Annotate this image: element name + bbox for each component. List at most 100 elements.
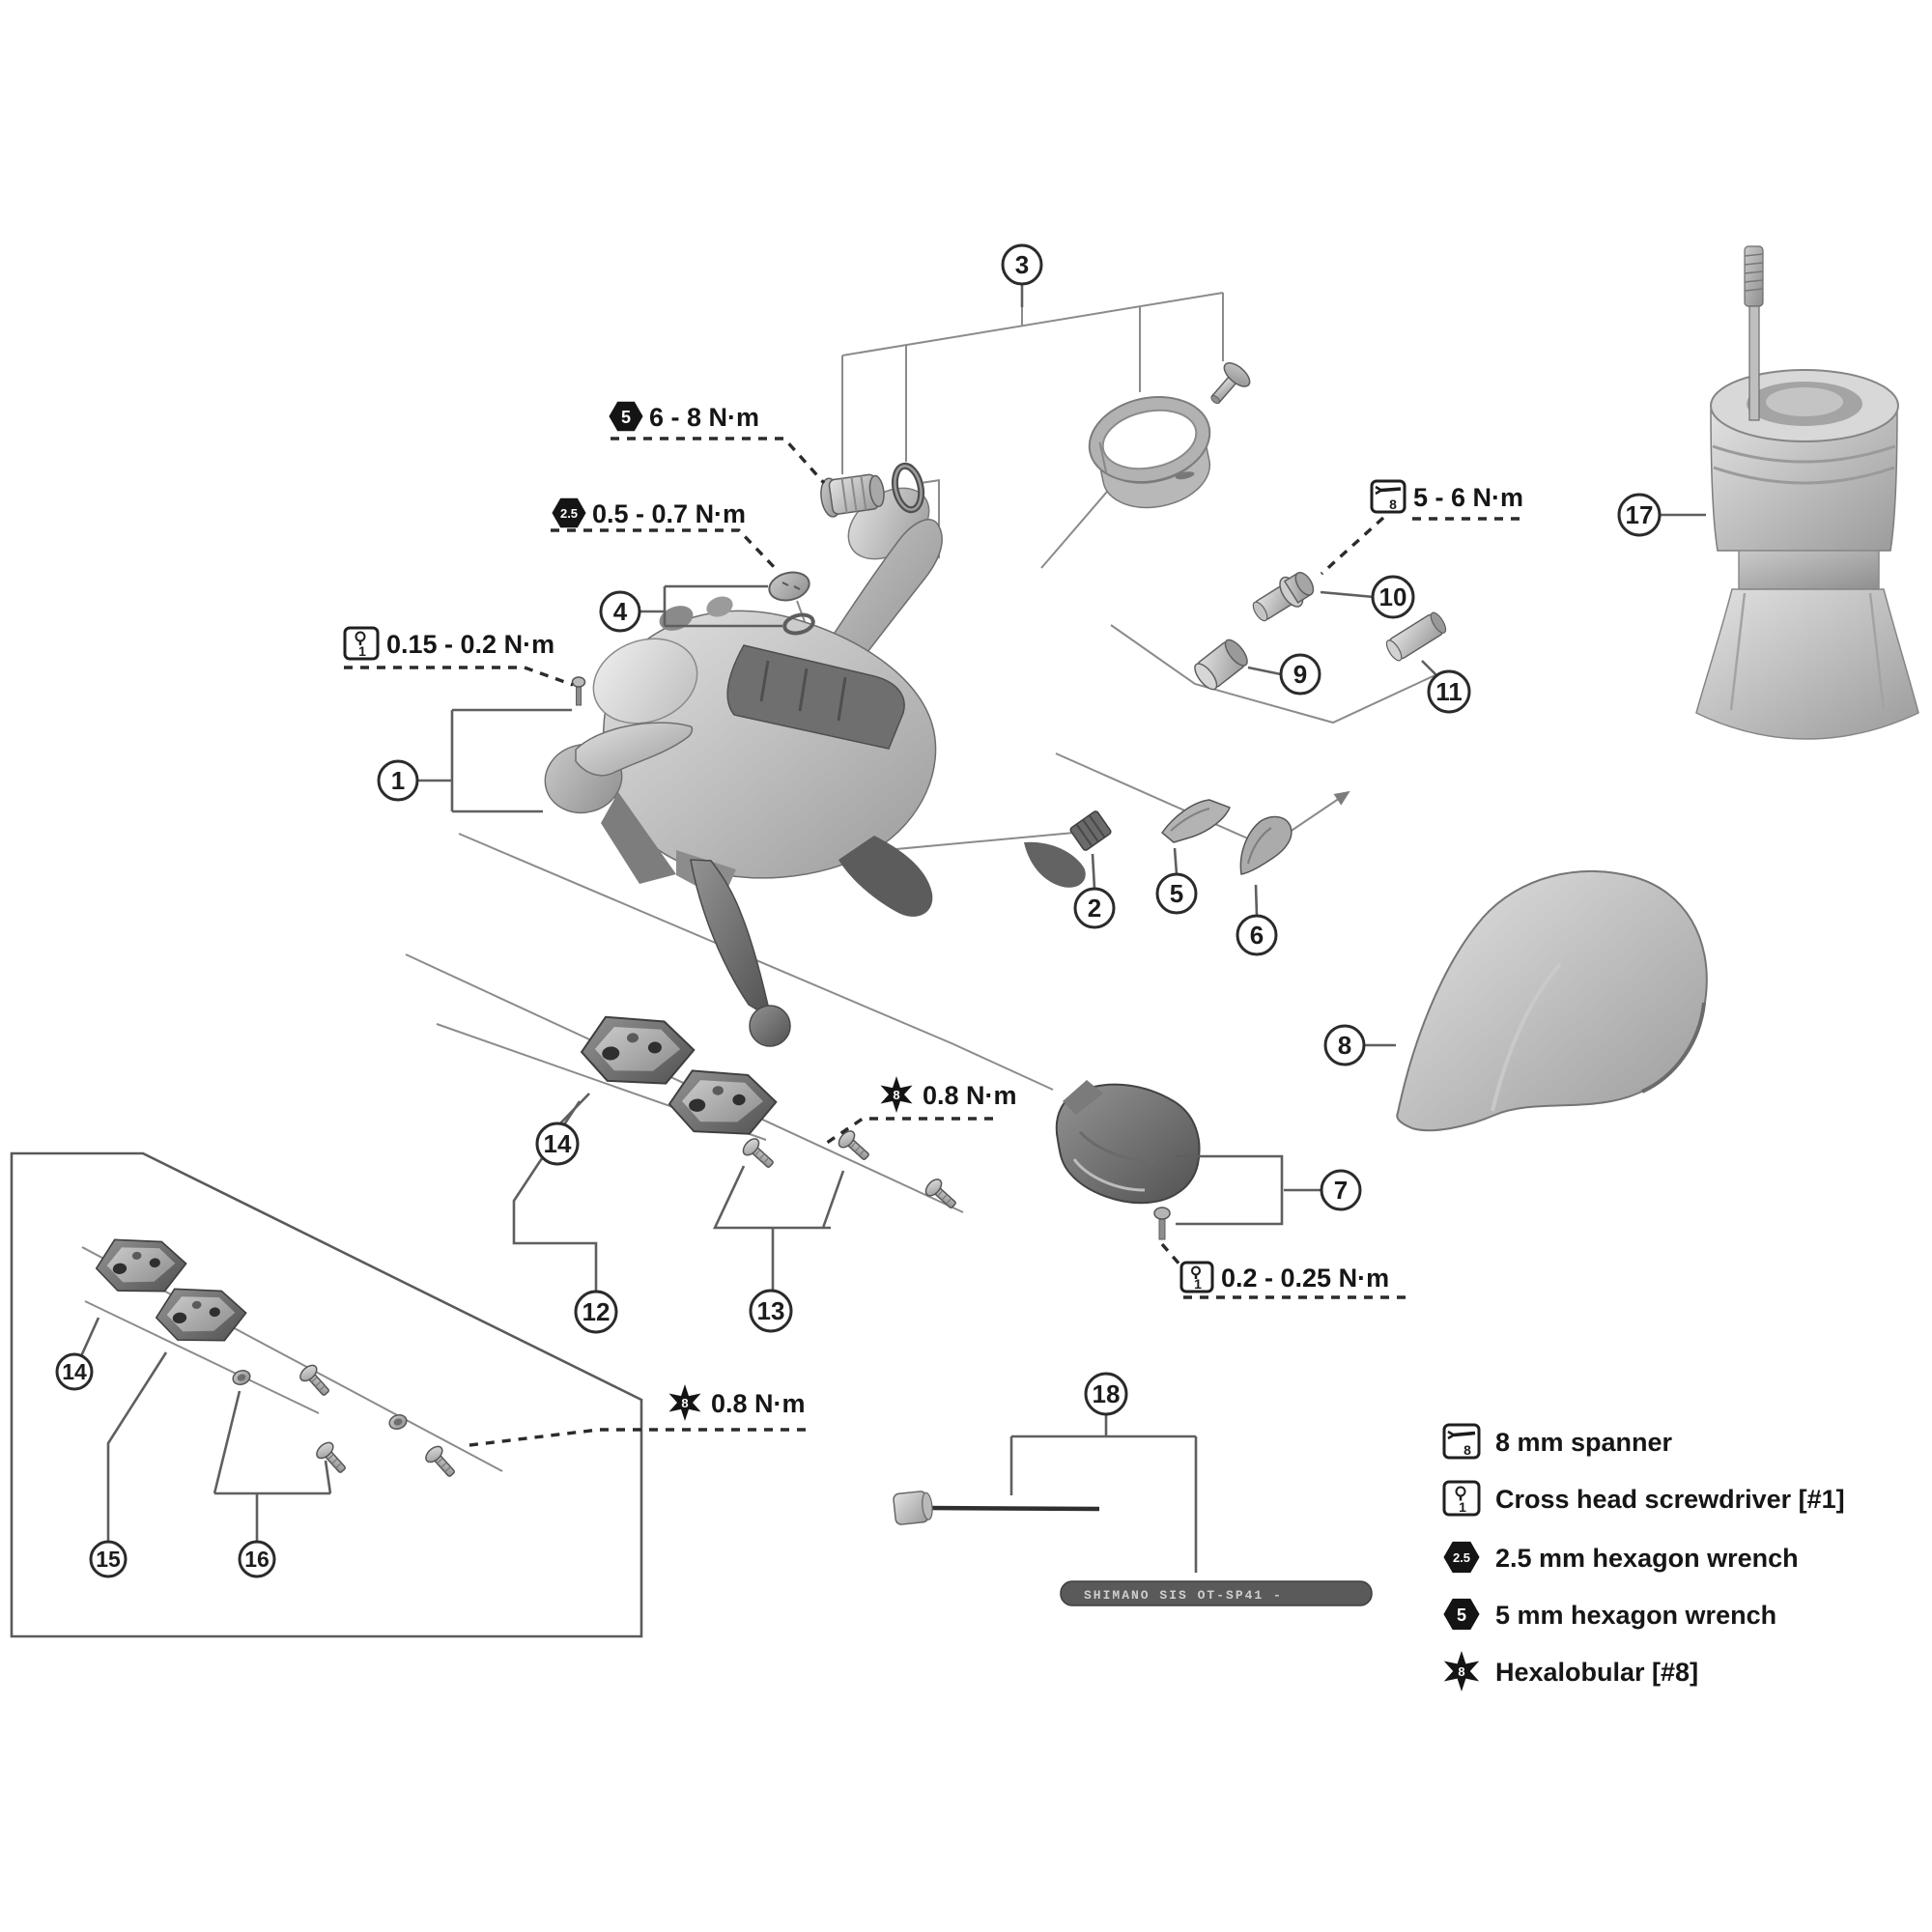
cross-head-screwdriver-icon: 1 bbox=[1179, 1261, 1214, 1293]
callout-12: 12 bbox=[574, 1290, 618, 1334]
svg-text:0.5 - 0.7 N·m: 0.5 - 0.7 N·m bbox=[592, 499, 746, 528]
svg-text:17: 17 bbox=[1626, 500, 1654, 529]
part-17-inner-wire bbox=[1744, 245, 1764, 421]
svg-text:11: 11 bbox=[1435, 677, 1463, 706]
legend-row-hex5: 5 5 mm hexagon wrench bbox=[1443, 1598, 1776, 1631]
cross-head-screwdriver-icon: 1 bbox=[343, 626, 380, 661]
part-18-outer-casing: SHIMANO SIS OT-SP41 - bbox=[1060, 1580, 1373, 1606]
callout-1: 1 bbox=[377, 759, 419, 802]
svg-text:0.2 - 0.25 N·m: 0.2 - 0.25 N·m bbox=[1221, 1264, 1389, 1293]
callout-8: 8 bbox=[1323, 1024, 1366, 1066]
part-18-inner-cable bbox=[893, 1491, 1100, 1525]
torque-label-cable-fixing: 8 5 - 6 N·m bbox=[1370, 479, 1523, 514]
screw-icon bbox=[739, 1135, 779, 1174]
legend-row-hexalobular: 8 Hexalobular [#8] bbox=[1443, 1651, 1698, 1691]
part-main-lever-body bbox=[592, 487, 1086, 1047]
svg-text:9: 9 bbox=[1293, 660, 1307, 689]
callout-5: 5 bbox=[1155, 872, 1198, 915]
svg-text:14: 14 bbox=[62, 1359, 87, 1384]
hexagon-wrench-icon: 2.5 bbox=[552, 497, 586, 528]
svg-text:2.5: 2.5 bbox=[1453, 1550, 1470, 1565]
svg-text:2.5 mm hexagon wrench: 2.5 mm hexagon wrench bbox=[1495, 1544, 1799, 1573]
part-9-bushing bbox=[1194, 639, 1248, 691]
cross-head-screwdriver-icon: 1 bbox=[1442, 1480, 1481, 1517]
svg-text:16: 16 bbox=[244, 1547, 270, 1572]
svg-text:13: 13 bbox=[757, 1296, 785, 1325]
svg-text:7: 7 bbox=[1334, 1176, 1348, 1205]
torque-label-switch-upper: 8 0.8 N·m bbox=[880, 1076, 1017, 1113]
legend-row-screwdriver: 1 Cross head screwdriver [#1] bbox=[1442, 1480, 1845, 1517]
callout-18: 18 bbox=[1084, 1372, 1128, 1416]
callout-4: 4 bbox=[599, 590, 641, 633]
callout-13: 13 bbox=[749, 1289, 793, 1333]
casing-print: SHIMANO SIS OT-SP41 - bbox=[1084, 1588, 1283, 1603]
callout-3: 3 bbox=[1001, 243, 1043, 286]
spanner-icon: 8 bbox=[1370, 479, 1406, 514]
callout-10: 10 bbox=[1371, 575, 1415, 619]
svg-text:15: 15 bbox=[96, 1547, 121, 1572]
svg-text:10: 10 bbox=[1379, 582, 1407, 611]
svg-text:8: 8 bbox=[893, 1088, 899, 1102]
tool-legend: 8 8 mm spanner 1 Cross head screwdriver … bbox=[1442, 1423, 1845, 1691]
part-10-cable-fixing-bolt bbox=[1252, 571, 1315, 622]
svg-text:0.15 - 0.2 N·m: 0.15 - 0.2 N·m bbox=[386, 630, 554, 659]
svg-text:18: 18 bbox=[1093, 1379, 1121, 1408]
part-3-clamp-band bbox=[1088, 395, 1211, 509]
hexalobular-icon: 8 bbox=[1443, 1651, 1480, 1691]
svg-text:6: 6 bbox=[1250, 921, 1264, 950]
svg-text:1: 1 bbox=[1194, 1276, 1202, 1292]
svg-text:8: 8 bbox=[1338, 1031, 1351, 1060]
callout-6: 6 bbox=[1236, 914, 1278, 956]
svg-text:5: 5 bbox=[1170, 879, 1183, 908]
screw-icon bbox=[297, 1361, 335, 1401]
svg-text:Hexalobular [#8]: Hexalobular [#8] bbox=[1495, 1658, 1698, 1687]
svg-text:3: 3 bbox=[1015, 250, 1029, 279]
part-lever-screw bbox=[571, 676, 586, 706]
part-switch-unit-b bbox=[666, 1063, 780, 1142]
torque-label-cover-screw: 1 0.2 - 0.25 N·m bbox=[1179, 1261, 1389, 1293]
part-17-grommet-unit bbox=[1695, 245, 1919, 740]
svg-text:1: 1 bbox=[1459, 1499, 1466, 1515]
legend-row-hex25: 2.5 2.5 mm hexagon wrench bbox=[1443, 1541, 1799, 1574]
callout-7: 7 bbox=[1320, 1169, 1362, 1211]
torque-label-lever-screw: 1 0.15 - 0.2 N·m bbox=[343, 626, 554, 661]
torque-label-name-plate: 2.5 0.5 - 0.7 N·m bbox=[552, 497, 746, 528]
callout-17: 17 bbox=[1617, 493, 1662, 537]
part-3-fixing-bolt bbox=[1210, 362, 1251, 405]
screw-icon bbox=[313, 1438, 352, 1478]
hexalobular-icon: 8 bbox=[880, 1076, 913, 1113]
svg-text:4: 4 bbox=[613, 597, 628, 626]
part-8-bracket-hood bbox=[1396, 869, 1708, 1132]
legend-row-spanner: 8 8 mm spanner bbox=[1442, 1423, 1673, 1460]
hexagon-wrench-icon: 5 bbox=[1443, 1598, 1480, 1631]
part-4-name-plate bbox=[768, 571, 815, 636]
svg-text:Cross head screwdriver [#1]: Cross head screwdriver [#1] bbox=[1495, 1485, 1845, 1514]
part-1-lever-blade bbox=[544, 722, 694, 814]
torque-label-clamp-bolt: 5 6 - 8 N·m bbox=[609, 401, 759, 432]
svg-text:1: 1 bbox=[358, 643, 366, 659]
nut-icon bbox=[230, 1367, 253, 1388]
svg-text:14: 14 bbox=[544, 1129, 572, 1158]
part-3-clamp-bolt bbox=[820, 473, 885, 518]
svg-text:8: 8 bbox=[1458, 1664, 1464, 1679]
callout-9: 9 bbox=[1279, 653, 1321, 696]
callout-14-inset: 14 bbox=[55, 1352, 94, 1391]
part-5-lever-plate bbox=[1160, 799, 1231, 843]
svg-text:8 mm spanner: 8 mm spanner bbox=[1495, 1428, 1673, 1457]
svg-text:5: 5 bbox=[1457, 1605, 1466, 1625]
callout-brackets bbox=[79, 284, 1706, 1573]
nut-icon bbox=[386, 1411, 410, 1433]
torque-pointer-dashes bbox=[344, 437, 1526, 1448]
hexagon-wrench-icon: 2.5 bbox=[1443, 1541, 1480, 1574]
hexalobular-icon: 8 bbox=[668, 1384, 701, 1421]
callout-11: 11 bbox=[1427, 669, 1471, 714]
svg-text:2.5: 2.5 bbox=[560, 506, 578, 521]
svg-text:12: 12 bbox=[582, 1297, 611, 1326]
svg-text:2: 2 bbox=[1088, 894, 1101, 923]
callout-2: 2 bbox=[1073, 887, 1116, 929]
part-3-o-ring bbox=[891, 462, 925, 514]
part-7-screw bbox=[1153, 1207, 1171, 1240]
callout-14: 14 bbox=[535, 1122, 580, 1166]
svg-text:5 mm hexagon wrench: 5 mm hexagon wrench bbox=[1495, 1601, 1776, 1630]
part-7-cable-cover bbox=[1055, 1080, 1201, 1205]
